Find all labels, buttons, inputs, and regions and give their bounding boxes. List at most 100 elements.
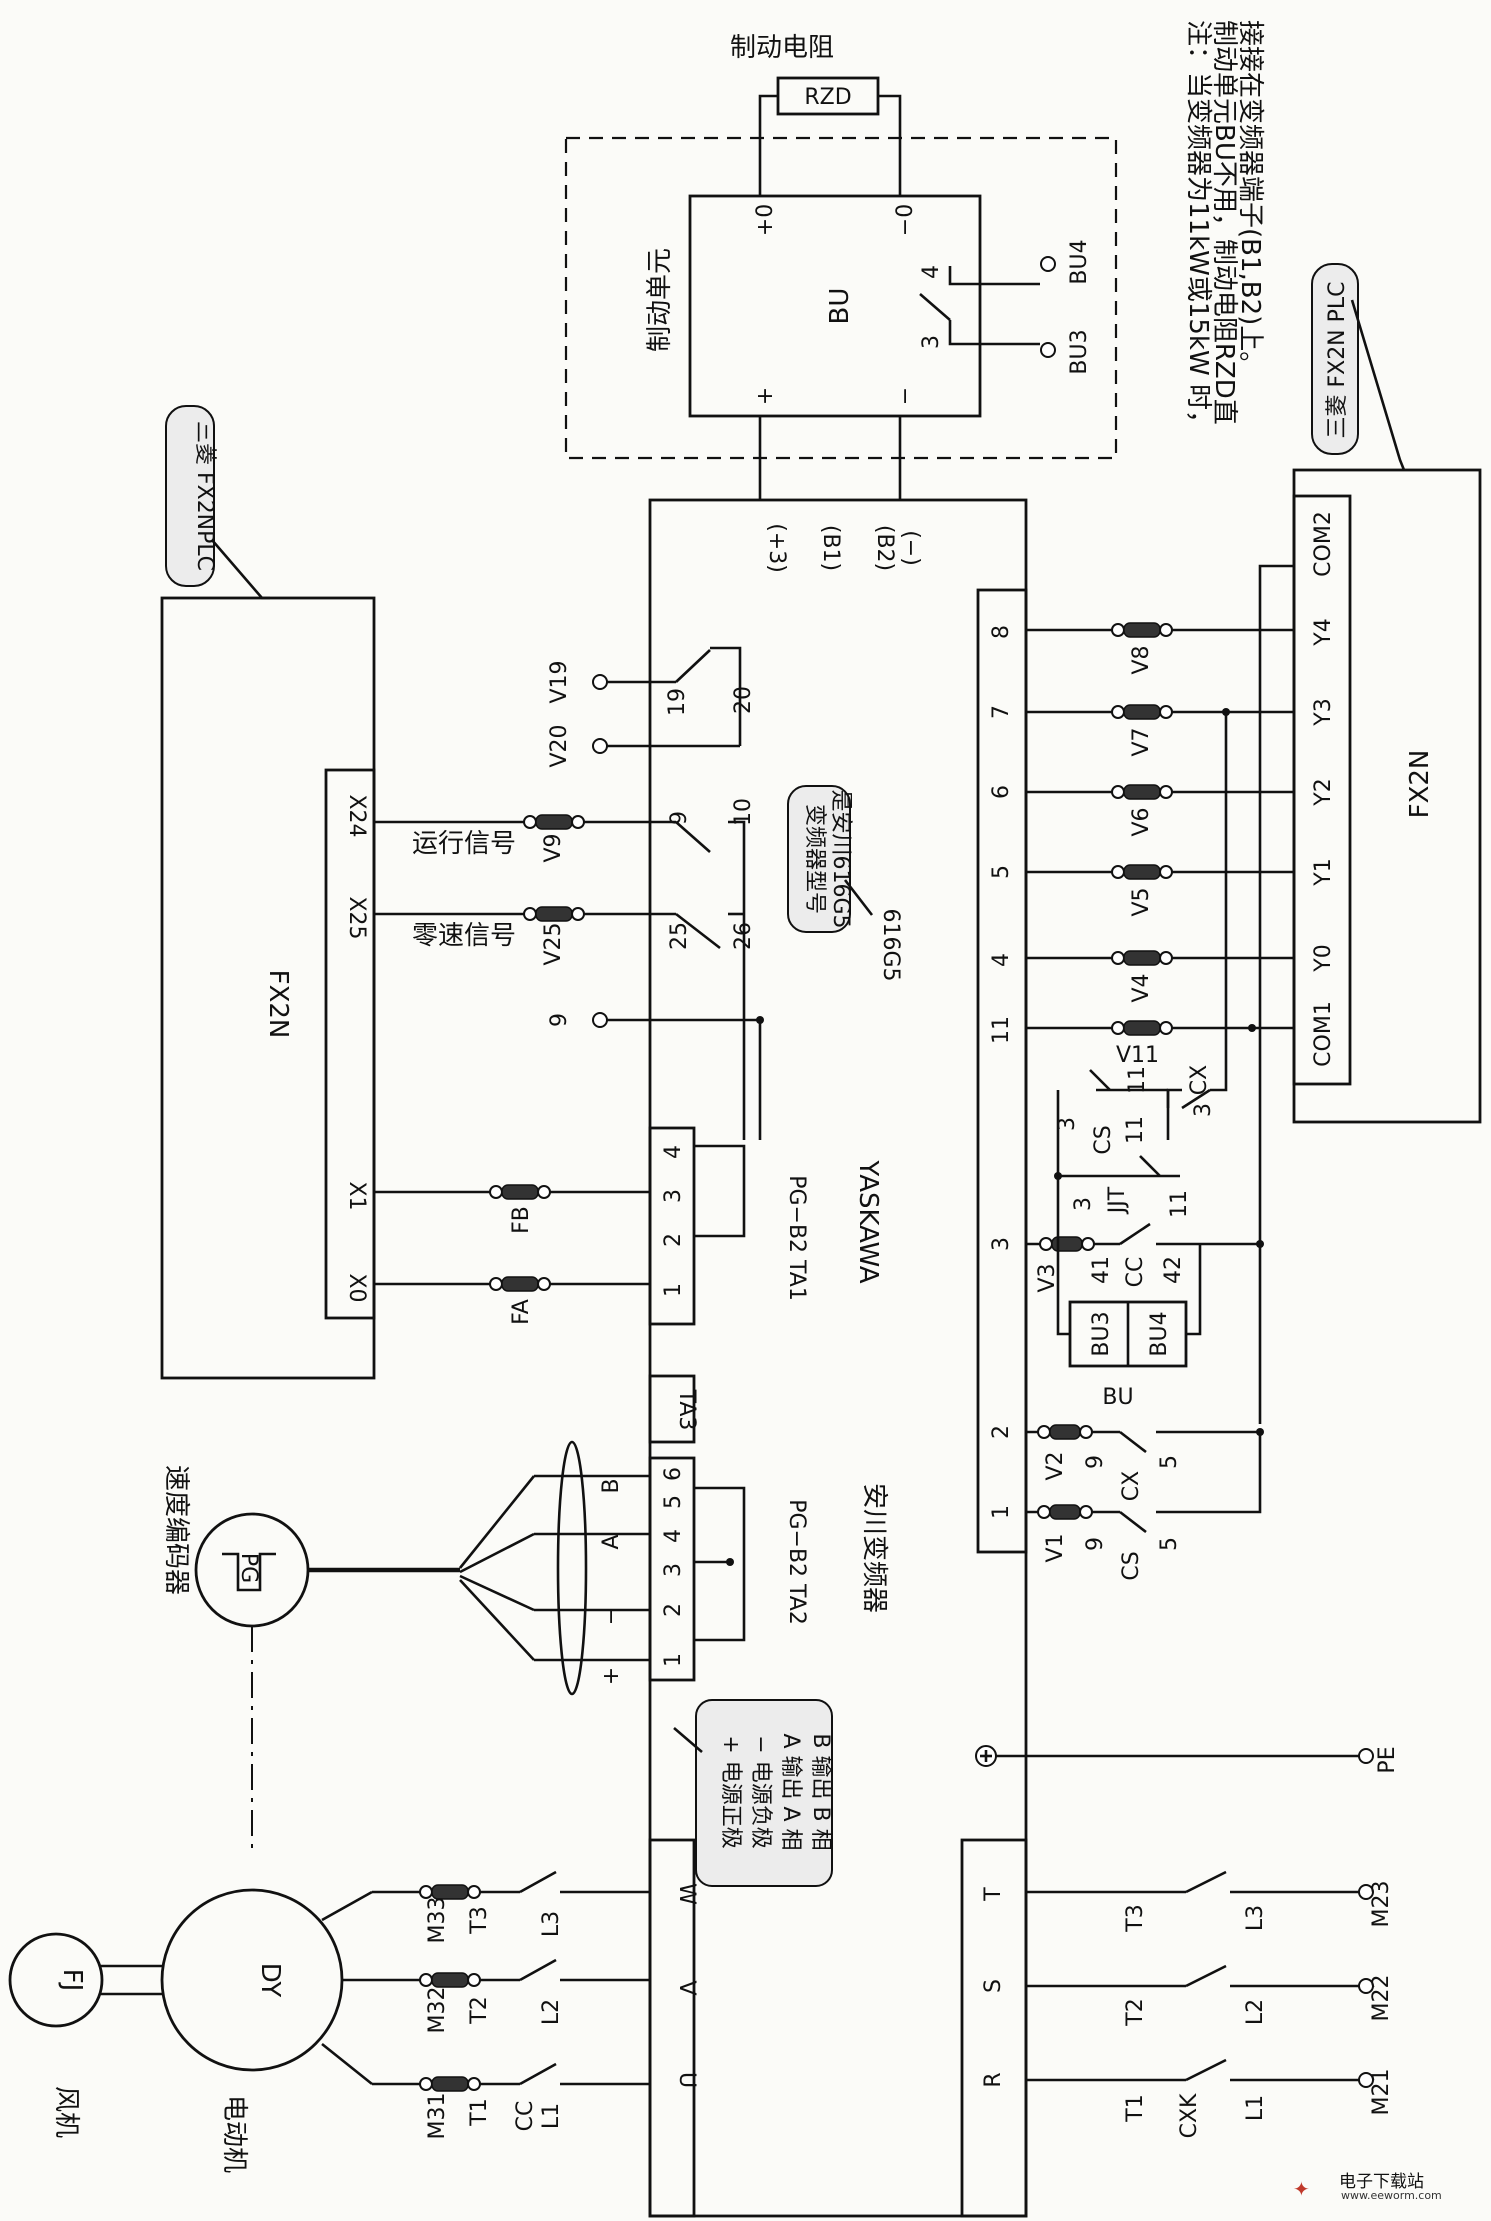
cc-label: CC	[513, 2101, 538, 2132]
v5-label: V5	[1129, 887, 1154, 916]
r-label: R	[981, 2072, 1006, 2087]
terminal-p3: (+3)	[764, 523, 789, 573]
ta2-pin-2: 2	[661, 1603, 686, 1617]
bu-plus0: +0	[753, 204, 778, 236]
v7-label: V7	[1129, 727, 1154, 756]
strip-1: 1	[989, 1505, 1014, 1519]
ta2-pin-3: 3	[661, 1563, 686, 1577]
pg-b2-ta1-label: PG−B2 TA1	[784, 1175, 809, 1301]
ta1-pin-2: 2	[661, 1233, 686, 1247]
signal-legend-callout	[695, 1699, 833, 1887]
legend-minus: − 电源负极	[748, 1735, 773, 1848]
inverter-label: 安川变频器	[859, 1483, 889, 1613]
bu-pin-4: 4	[919, 265, 944, 279]
bu4-contact: BU4	[1147, 1311, 1172, 1356]
fan-label: 风机	[51, 2086, 81, 2138]
y1-label: Y1	[1311, 858, 1336, 886]
n41-label: 41	[1089, 1256, 1114, 1284]
cc-contact-label: CC	[1123, 1257, 1148, 1288]
n3b-label: 3	[1191, 1103, 1216, 1117]
y2-label: Y2	[1311, 778, 1336, 806]
motor-dy	[160, 1888, 344, 2072]
right-control: 8 7 6 5 4 11 3 2 1 FX2N COM2 Y4 Y3 Y2 Y1…	[976, 263, 1482, 1581]
s-label: S	[981, 1979, 1006, 1993]
cs-lower-label: CS	[1119, 1551, 1144, 1580]
n11c-label: 11	[1167, 1190, 1192, 1218]
signal-plus-label: +	[599, 1667, 624, 1685]
ta3-block	[648, 1374, 696, 1444]
pg-card-terminals: 4 3 2 1 PG−B2 TA1 TA3 6 5 4 3 2 1 PG−B2 …	[458, 1126, 809, 1696]
w-label: W	[674, 1883, 699, 1905]
strip-4: 4	[989, 953, 1014, 967]
m32-label: M32	[425, 1987, 450, 2034]
encoder-motor-fan: 速度编码器 PG DY 电动机 FJ 风机	[8, 1465, 460, 2173]
term-9-common: 9	[547, 1013, 572, 1027]
pe-label: PE	[1375, 1746, 1400, 1773]
in-t3-label: T3	[1123, 1904, 1148, 1932]
in-l3-label: L3	[1243, 1905, 1268, 1931]
bu-plus: +	[753, 387, 778, 405]
input-terminal-block	[960, 1838, 1028, 2218]
watermark-logo-glyph: ✦	[1293, 2177, 1310, 2201]
in-l2-label: L2	[1243, 1999, 1268, 2025]
m31-label: M31	[425, 2093, 450, 2140]
terminal-neg: (−)	[898, 530, 923, 566]
x1-label: X1	[344, 1181, 369, 1210]
note-line-2: 制动单元BU不用，制动电阻RZD直	[1209, 20, 1239, 425]
brake-section: 制动电阻 RZD 制动单元 BU +0 −0 + − 4 3 BU4 BU3	[564, 33, 1118, 500]
com2-label: COM2	[1311, 511, 1336, 577]
strip-6: 6	[989, 785, 1014, 799]
right-plc-terminal-strip	[1292, 494, 1352, 1086]
watermark-url-text: www.eeworm.com	[1341, 2189, 1442, 2202]
output-terminal-block	[648, 1838, 696, 2218]
strip-11: 11	[989, 1016, 1014, 1044]
ta3-label: TA3	[674, 1389, 699, 1431]
fan-fj	[8, 1932, 104, 2028]
right-plc-callout-text: 三菱 FX2N PLC	[1325, 281, 1350, 438]
t-label: T	[981, 1887, 1006, 1902]
cs-contact-label: CS	[1091, 1125, 1116, 1154]
zero-signal-label: 零速信号	[412, 921, 516, 951]
shielded-cable-ring	[556, 1440, 588, 1696]
input-side: T S R T3 T2 T1 L3 L2 L1 CXK M23 M22 M21 …	[960, 1745, 1400, 2218]
fa-label: FA	[509, 1299, 534, 1325]
output-side: W V U M33 M32 M31 T3 T2 T1 L3 L2 L1 CC +…	[372, 1699, 833, 2218]
phase-b-label: B	[599, 1478, 624, 1493]
ta2-pin-5: 5	[661, 1495, 686, 1509]
bu3-terminal: BU3	[1067, 329, 1092, 374]
brake-unit-box	[688, 194, 982, 418]
v2-label: V2	[1043, 1451, 1068, 1480]
rzd-label: RZD	[804, 85, 851, 110]
term-9-run: 9	[667, 811, 692, 825]
strip-2: 2	[989, 1425, 1014, 1439]
fb-label: FB	[509, 1206, 534, 1234]
v1-label: V1	[1043, 1533, 1068, 1562]
y0-label: Y0	[1311, 944, 1336, 972]
inverter-body	[648, 498, 1028, 2218]
motor-label: 电动机	[219, 2095, 249, 2173]
plc-signal-wires: 运行信号 V9 零速信号 V25 FB FA	[374, 814, 676, 1325]
ta1-pin-3: 3	[661, 1189, 686, 1203]
ta2-pin-4: 4	[661, 1529, 686, 1543]
term-10: 10	[731, 798, 756, 826]
m22-label: M22	[1369, 1975, 1394, 2022]
com1-label: COM1	[1311, 1001, 1336, 1067]
out-l1-label: L1	[539, 2103, 564, 2129]
m33-label: M33	[425, 1897, 450, 1944]
n5a-label: 5	[1157, 1455, 1182, 1469]
v25-label: V25	[541, 922, 566, 965]
in-t1-label: T1	[1123, 2094, 1148, 2122]
encoder-title: 速度编码器	[161, 1465, 191, 1595]
n9a-label: 9	[1083, 1455, 1108, 1469]
m21-label: M21	[1369, 2069, 1394, 2116]
v11-label: V11	[1116, 1043, 1159, 1068]
term-25: 25	[667, 922, 692, 950]
bu4-terminal: BU4	[1067, 239, 1092, 284]
bu-label: BU	[825, 288, 855, 325]
strip-3: 3	[989, 1237, 1014, 1251]
fj-label: FJ	[57, 1969, 87, 1992]
model-label: 616G5	[878, 908, 903, 981]
yaskawa-label: YASKAWA	[853, 1159, 883, 1283]
v6-label: V6	[1129, 807, 1154, 836]
